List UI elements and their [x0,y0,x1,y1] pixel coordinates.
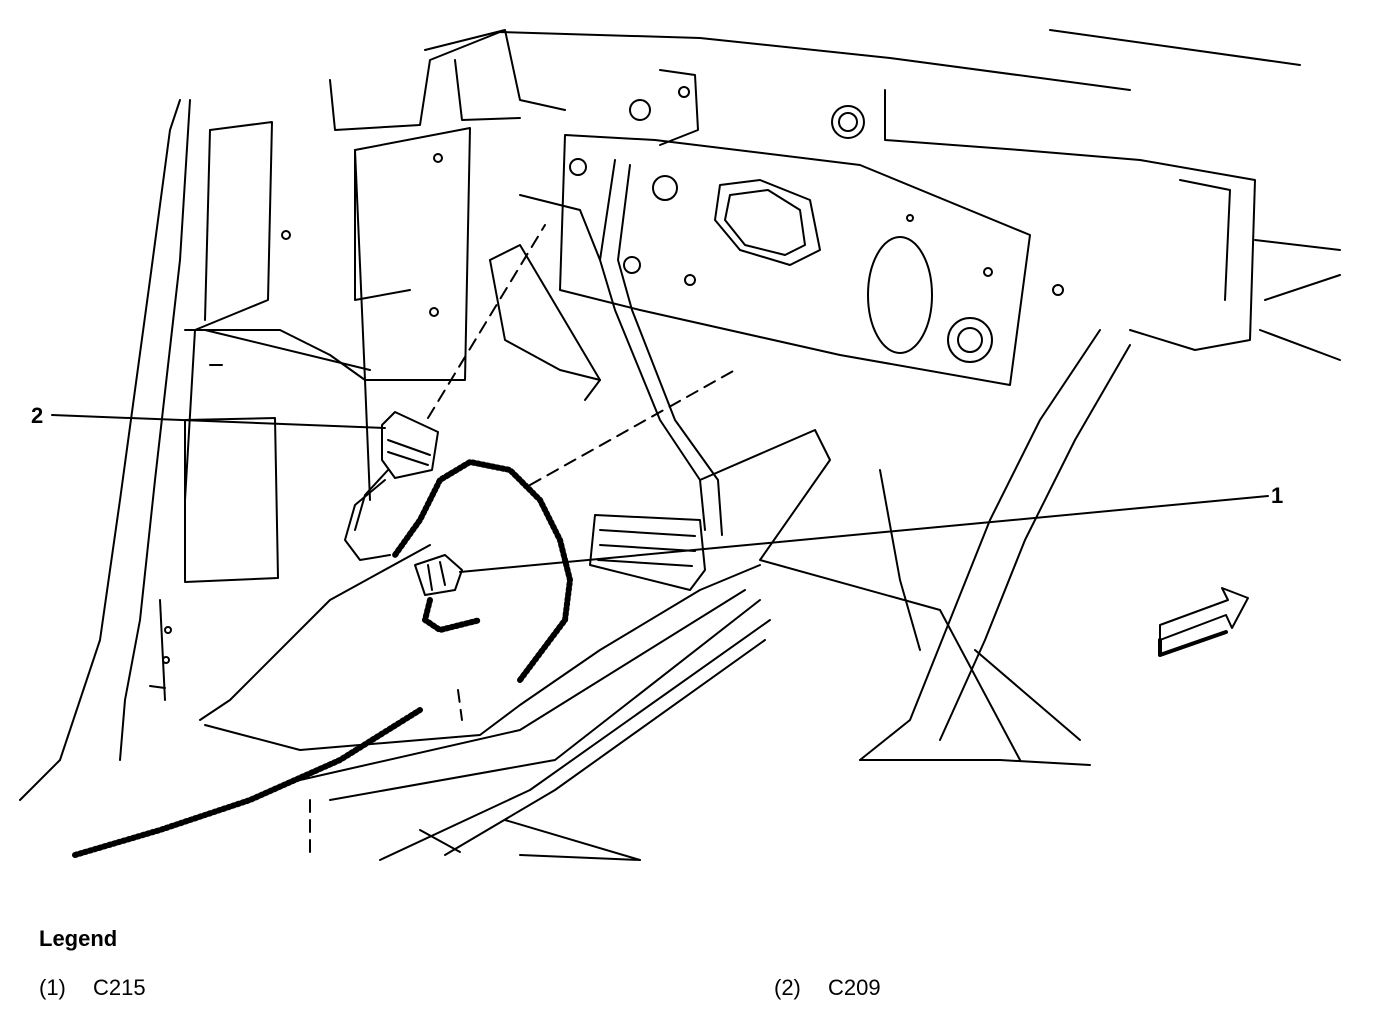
harness-branch [344,469,391,561]
right-rocker [859,329,1131,766]
accelerator-pedal [589,159,723,591]
wiring-harness [72,459,573,858]
mounting-dashed-lines [309,224,736,861]
callout-label-2: 2 [31,403,44,428]
leader-line-1 [459,495,1269,573]
legend-title: Legend [39,926,118,951]
pedal-side-brace [354,127,601,401]
callout-leader-lines [51,414,1269,573]
legend-item-number: (1) [39,975,66,1000]
pedal-bracket [559,69,1064,386]
floor-pan [199,429,1081,861]
legend-item-2: (2) C209 [774,975,881,1001]
connector-c215 [414,554,463,596]
legend-item-1: (1) C215 [39,975,146,1001]
leader-line-2 [51,414,386,429]
legend-item-number: (2) [774,975,801,1000]
legend-item-label: C215 [93,975,146,1000]
forward-arrow-icon [1158,587,1249,657]
callout-label-1: 1 [1271,483,1284,508]
left-side-panel [19,99,371,801]
connector-location-illustration [19,29,1341,861]
connector-c209 [381,411,439,479]
legend-item-label: C209 [828,975,881,1000]
dash-panel [329,29,1341,361]
